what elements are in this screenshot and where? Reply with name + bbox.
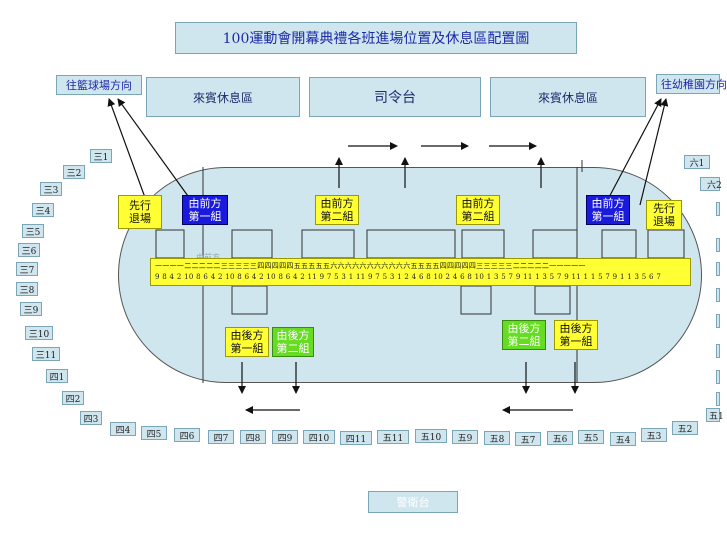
seat-bottom: 四9: [272, 430, 298, 444]
seat-left: 三8: [16, 282, 38, 296]
seat-left: 三9: [20, 302, 42, 316]
seat-left: 四3: [80, 411, 102, 425]
seat-right: [716, 392, 720, 406]
seat-left: 三4: [32, 203, 54, 217]
seat-right: [716, 288, 720, 302]
exit-first-left-label: 先行 退場: [118, 195, 162, 229]
guest-rest-area-left: 來賓休息區: [146, 77, 300, 117]
seat-right: 六2: [700, 177, 722, 191]
seat-left: 三1: [90, 149, 112, 163]
seat-bottom: 五10: [415, 429, 447, 443]
seat-left: 四2: [62, 391, 84, 405]
back-group1-right-label: 由後方 第一組: [554, 320, 598, 350]
seat-left: 四1: [46, 369, 68, 383]
seat-right: [716, 238, 720, 252]
seat-right: [716, 344, 720, 358]
command-stage: 司令台: [309, 77, 481, 117]
page-title: 100運動會開幕典禮各班進場位置及休息區配置圖: [175, 22, 577, 54]
band-class-row: 9 8 4 2 10 8 6 4 2 10 8 6 4 2 10 8 6 4 2…: [155, 273, 662, 281]
seat-right: 六1: [684, 155, 710, 169]
basketball-court-direction: 往籃球場方向: [56, 75, 142, 95]
seat-right: 五1: [706, 408, 724, 422]
seat-right: [716, 370, 720, 384]
guard-stand: 警衛台: [368, 491, 458, 513]
seat-bottom: 五5: [578, 430, 604, 444]
seat-bottom: 四10: [303, 430, 335, 444]
seat-left: 三2: [63, 165, 85, 179]
seat-right: [716, 262, 720, 276]
kindergarten-direction: 往幼稚園方向: [656, 74, 727, 94]
back-group2-right-label: 由後方 第二組: [502, 320, 546, 350]
seat-bottom: 五4: [610, 432, 636, 446]
seat-bottom: 四11: [340, 431, 372, 445]
seat-bottom: 四8: [240, 430, 266, 444]
exit-first-right-label: 先行 退場: [646, 200, 682, 230]
seat-left: 三10: [25, 326, 53, 340]
front-group1-right-label: 由前方 第一組: [586, 195, 630, 225]
seat-bottom: 五2: [672, 421, 698, 435]
seat-bottom: 五7: [515, 432, 541, 446]
seat-bottom: 五11: [377, 430, 409, 444]
seat-left: 三3: [40, 182, 62, 196]
front-group2-label-b: 由前方 第二組: [456, 195, 500, 225]
band-grade-row: 一一一一二二二二二三三三三三四四四四四五五五五五六六六六六六六六六六六五五五五四…: [155, 262, 586, 270]
seat-bottom: 五8: [484, 431, 510, 445]
seat-bottom: 五9: [452, 430, 478, 444]
front-group2-label-a: 由前方 第二組: [315, 195, 359, 225]
back-group2-left-label: 由後方 第二組: [272, 327, 314, 357]
seat-left: 三5: [22, 224, 44, 238]
seat-bottom: 四4: [110, 422, 136, 436]
seat-right: [716, 314, 720, 328]
seat-bottom: 五3: [641, 428, 667, 442]
seat-left: 三6: [18, 243, 40, 257]
seat-left: 三7: [16, 262, 38, 276]
front-group1-left-label: 由前方 第一組: [182, 195, 228, 225]
seat-bottom: 四6: [174, 428, 200, 442]
seat-right: [716, 202, 720, 216]
guest-rest-area-right: 來賓休息區: [490, 77, 646, 117]
seat-left: 三11: [32, 347, 60, 361]
class-order-band: 一一一一二二二二二三三三三三四四四四四五五五五五六六六六六六六六六六六五五五五四…: [150, 258, 691, 286]
faint-track-text: 由前方: [196, 252, 220, 263]
seat-bottom: 四7: [208, 430, 234, 444]
back-group1-left-label: 由後方 第一組: [225, 327, 269, 357]
seat-bottom: 四5: [141, 426, 167, 440]
seat-bottom: 五6: [547, 431, 573, 445]
